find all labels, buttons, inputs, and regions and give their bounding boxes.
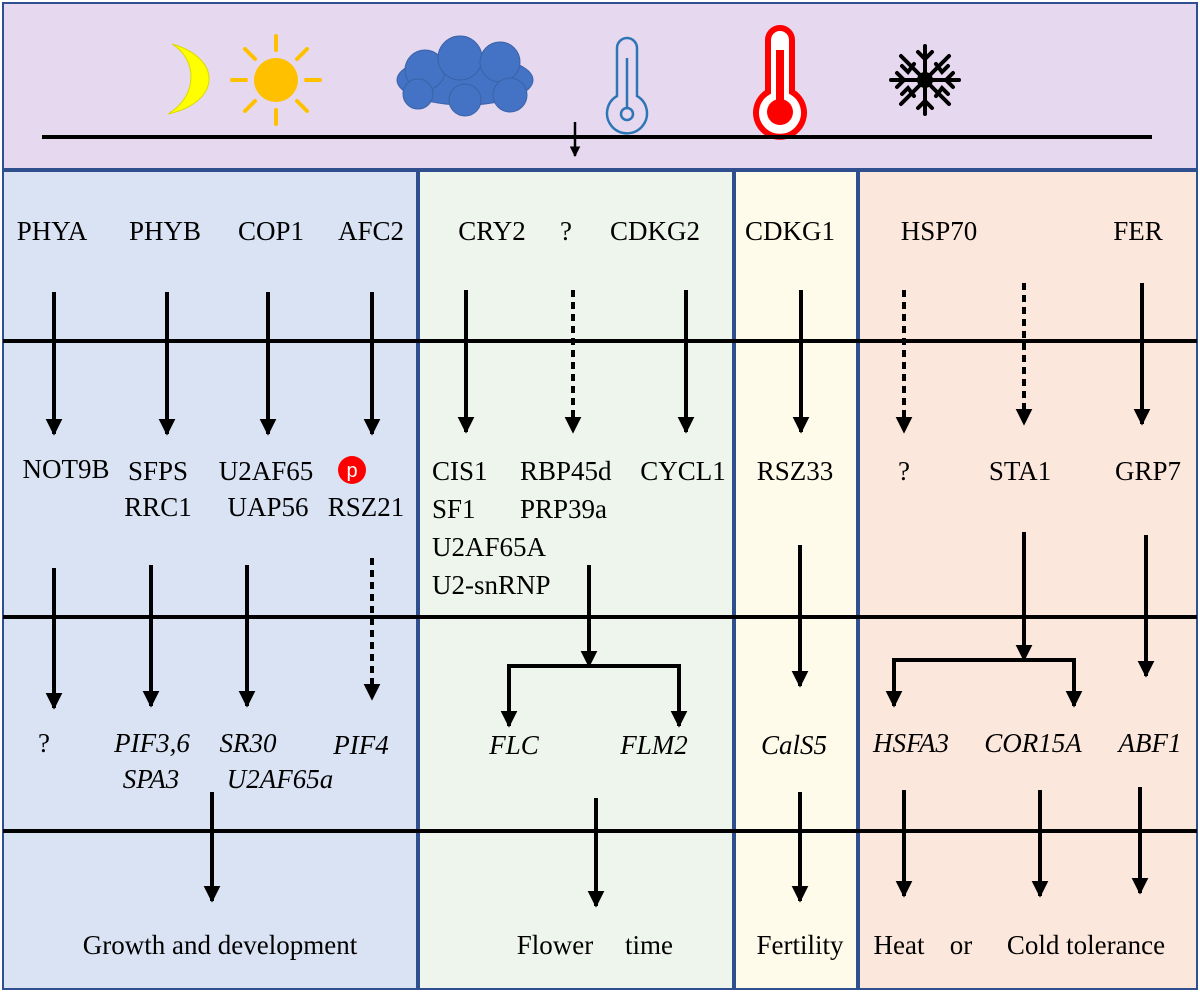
label-time: time [625, 930, 673, 960]
label-not9b: NOT9B [23, 454, 110, 484]
label-hsp70: HSP70 [901, 216, 978, 246]
label-fer: FER [1113, 216, 1163, 246]
label-fertility: Fertility [757, 930, 844, 960]
fertility-column-panel [734, 170, 858, 990]
label-cdkg2: CDKG2 [610, 216, 700, 246]
label-pif36: PIF3,6 [113, 728, 190, 758]
label-rbp45d: RBP45d [520, 456, 612, 486]
label-phyb: PHYB [129, 216, 201, 246]
label-phya: PHYA [17, 216, 88, 246]
label-u2af65a: U2AF65a [227, 764, 333, 794]
phospho-badge [338, 456, 366, 484]
arrow-stress-branch [892, 658, 1076, 706]
label-unknown-factor: ? [898, 456, 910, 486]
label-rsz33: RSZ33 [757, 456, 834, 486]
label-cals5: CalS5 [761, 730, 827, 760]
label-or: or [950, 930, 973, 960]
moon-icon [167, 43, 210, 115]
label-flower: Flower [517, 930, 594, 960]
label-grp7: GRP7 [1115, 456, 1181, 486]
label-cop1: COP1 [238, 216, 304, 246]
label-rsz21: RSZ21 [328, 492, 405, 522]
label-uap56: UAP56 [227, 492, 308, 522]
label-abf1: ABF1 [1117, 728, 1182, 758]
label-spa3: SPA3 [123, 764, 180, 794]
thermometer-cold-icon [605, 36, 649, 135]
label-unknown-target: ? [38, 728, 50, 758]
label-u2af65: U2AF65 [219, 456, 314, 486]
label-hsfa3: HSFA3 [872, 728, 949, 758]
label-pif4: PIF4 [332, 730, 388, 760]
arrows-row-1 [45, 283, 1151, 436]
label-sta1: STA1 [989, 456, 1051, 486]
label-sr30: SR30 [220, 728, 277, 758]
label-prp39a: PRP39a [520, 494, 607, 524]
arrows-row-3 [203, 787, 1149, 908]
label-cycl1: CYCL1 [640, 456, 726, 486]
snowflake-icon [889, 44, 961, 116]
label-growth-development: Growth and development [83, 930, 358, 960]
environment-panel [2, 2, 1198, 170]
cloud-icon [396, 35, 534, 117]
arrows-row-2 [45, 532, 1155, 728]
label-afc2: AFC2 [338, 216, 404, 246]
label-sfps: SFPS [128, 456, 188, 486]
sun-icon [230, 34, 322, 126]
thermometer-hot-icon [753, 25, 807, 140]
label-rrc1: RRC1 [124, 492, 192, 522]
arrow-flower-branch [507, 664, 681, 726]
label-u2af65a-cap: U2AF65A [432, 532, 547, 562]
label-u2snrnp: U2-snRNP [432, 570, 551, 600]
flowering-column-panel [418, 170, 734, 990]
label-cis1: CIS1 [432, 456, 488, 486]
label-heat: Heat [874, 930, 925, 960]
label-phospho: p [346, 460, 357, 482]
label-cdkg1: CDKG1 [745, 216, 835, 246]
label-cry2: CRY2 [458, 216, 526, 246]
label-cold-tolerance: Cold tolerance [1007, 930, 1165, 960]
label-unknown-sensor: ? [560, 216, 572, 246]
label-sf1: SF1 [432, 494, 476, 524]
label-flc: FLC [488, 730, 540, 760]
label-flm2: FLM2 [619, 730, 688, 760]
label-cor15a: COR15A [984, 728, 1082, 758]
